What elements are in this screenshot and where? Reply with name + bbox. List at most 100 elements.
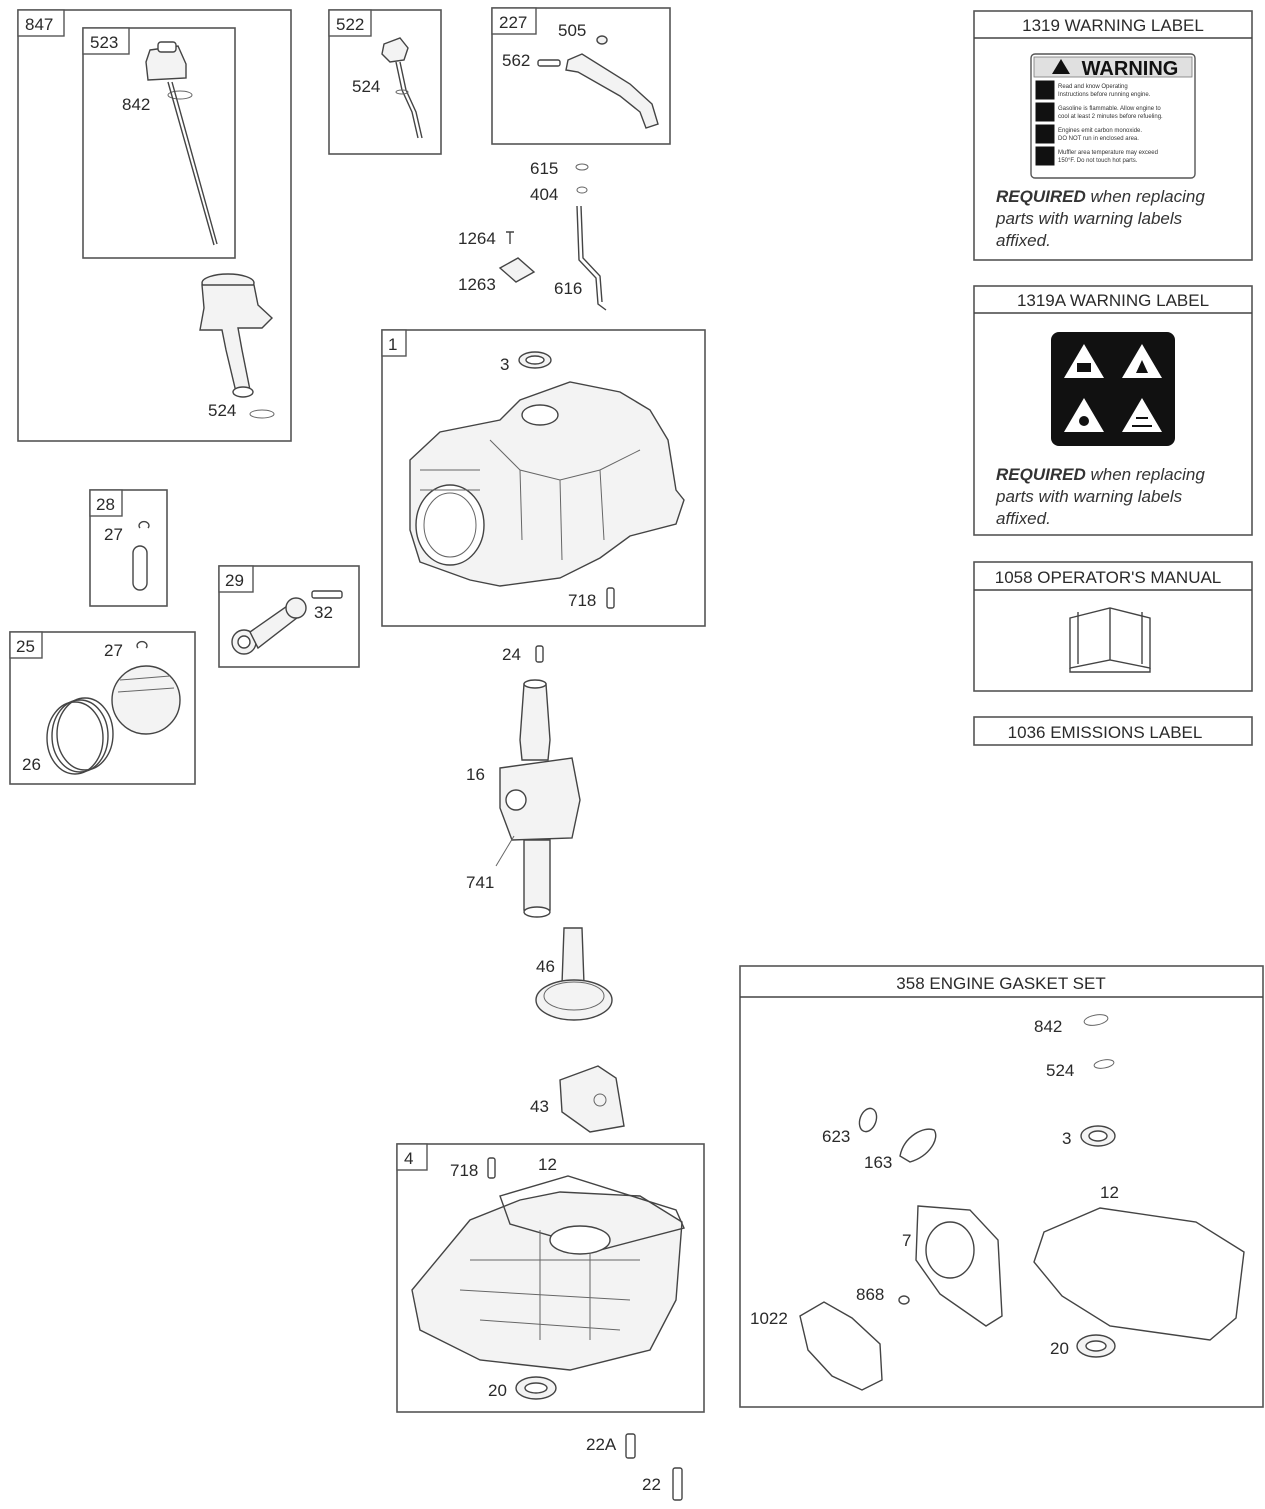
sticker-line: Engines emit carbon monoxide. — [1058, 128, 1142, 134]
panel-title: 358 ENGINE GASKET SET — [896, 974, 1105, 993]
label-24: 24 — [502, 645, 521, 664]
label-718: 718 — [568, 591, 596, 610]
label-404: 404 — [530, 185, 558, 204]
required-note-line3: affixed. — [996, 231, 1051, 250]
panel-1036-emissions-label: 1036 EMISSIONS LABEL — [973, 716, 1253, 746]
panel-358-engine-gasket-set: 358 ENGINE GASKET SET 842 524 623 163 3 … — [739, 965, 1264, 1408]
open-book-icon — [1069, 607, 1151, 673]
panel-1058-operators-manual: 1058 OPERATOR'S MANUAL — [973, 561, 1253, 692]
label-562: 562 — [502, 51, 530, 70]
sticker-line: DO NOT run in enclosed area. — [1058, 136, 1139, 142]
dipstick-cap-part — [381, 37, 423, 139]
box-25: 25 27 26 — [9, 631, 196, 785]
label-1264: 1264 — [458, 229, 496, 248]
label-1263: 1263 — [458, 275, 496, 294]
label-616: 616 — [554, 279, 582, 298]
cylinder-block-part — [409, 381, 685, 587]
tag-25: 25 — [16, 637, 35, 656]
label-16: 16 — [466, 765, 485, 784]
box-4: 4 718 12 20 — [396, 1143, 705, 1413]
label-842: 842 — [122, 95, 150, 114]
box-1: 1 3 718 — [381, 329, 706, 627]
label-27-b: 27 — [104, 641, 123, 660]
label-524: 524 — [208, 401, 236, 420]
hot-surface-icon — [1122, 398, 1162, 432]
panel-title: 1036 EMISSIONS LABEL — [1008, 723, 1203, 742]
label-1022: 1022 — [750, 1309, 788, 1328]
label-615: 615 — [530, 159, 558, 178]
label-741: 741 — [466, 873, 494, 892]
sticker-line: Read and know Operating — [1058, 84, 1128, 90]
panel-1319a-warning-label: 1319A WARNING LABEL REQUIRED when replac… — [973, 285, 1253, 536]
sticker-line: Muffler area temperature may exceed — [1058, 150, 1158, 156]
dipstick-tube-part — [199, 273, 275, 419]
small-parts-breather: 615 404 1264 1263 616 — [458, 159, 607, 311]
label-20: 20 — [488, 1381, 507, 1400]
box-29: 29 32 — [218, 565, 360, 668]
sticker-line: cool at least 2 minutes before refueling… — [1058, 114, 1163, 120]
dipstick-part — [145, 41, 218, 246]
label-868: 868 — [856, 1285, 884, 1304]
fire-hazard-icon — [1122, 344, 1162, 378]
tag-847: 847 — [25, 15, 53, 34]
tag-28: 28 — [96, 495, 115, 514]
camshaft-group: 46 — [535, 927, 613, 1021]
label-3-b: 3 — [1062, 1129, 1071, 1148]
label-12: 12 — [538, 1155, 557, 1174]
label-505: 505 — [558, 21, 586, 40]
box-847: 847 523 842 524 — [17, 9, 292, 442]
label-22: 22 — [642, 1475, 661, 1494]
label-43: 43 — [530, 1097, 549, 1116]
label-7: 7 — [902, 1231, 911, 1250]
label-718-b: 718 — [450, 1161, 478, 1180]
label-22A: 22A — [586, 1435, 617, 1454]
panel-title: 1319A WARNING LABEL — [1017, 291, 1209, 310]
box-227: 227 505 562 — [491, 7, 671, 145]
label-842-b: 842 — [1034, 1017, 1062, 1036]
tag-522: 522 — [336, 15, 364, 34]
label-32: 32 — [314, 603, 333, 622]
label-12-b: 12 — [1100, 1183, 1119, 1202]
label-46: 46 — [536, 957, 555, 976]
required-note-line2: parts with warning labels — [995, 209, 1183, 228]
piston-rings-part — [46, 697, 114, 775]
tag-4: 4 — [404, 1149, 413, 1168]
required-note-line2: parts with warning labels — [995, 487, 1183, 506]
label-623: 623 — [822, 1127, 850, 1146]
label-20-b: 20 — [1050, 1339, 1069, 1358]
tag-227: 227 — [499, 13, 527, 32]
sticker-line: Gasoline is flammable. Allow engine to — [1058, 106, 1161, 112]
sticker-heading: WARNING — [1082, 58, 1179, 80]
tag-29: 29 — [225, 571, 244, 590]
label-27: 27 — [104, 525, 123, 544]
read-manual-icon — [1064, 344, 1104, 378]
sticker-line: 150°F. Do not touch hot parts. — [1058, 158, 1138, 164]
label-3: 3 — [500, 355, 509, 374]
panel-title: 1058 OPERATOR'S MANUAL — [995, 568, 1222, 587]
pictogram-sticker — [1051, 332, 1175, 446]
warning-sticker: WARNING Read and know Operating Instruct… — [1030, 53, 1196, 179]
bracket-part — [537, 35, 659, 129]
panel-title: 1319 WARNING LABEL — [1022, 16, 1204, 35]
tag-523: 523 — [90, 33, 118, 52]
label-524-b: 524 — [352, 77, 380, 96]
required-note-line3: affixed. — [996, 509, 1051, 528]
warning-triangle-icon — [1052, 59, 1070, 74]
label-524-c: 524 — [1046, 1061, 1074, 1080]
box-522: 522 524 — [328, 9, 442, 155]
required-note-line1: REQUIRED when replacing — [996, 187, 1205, 206]
panel-1319-warning-label: 1319 WARNING LABEL WARNING Read and know… — [973, 10, 1253, 261]
connecting-rod-part — [231, 597, 307, 655]
sump-part — [411, 1175, 685, 1371]
box-28: 28 27 — [89, 489, 168, 607]
governor-group: 43 — [530, 1065, 625, 1133]
piston-part — [111, 665, 181, 735]
sump-bolts: 22A 22 — [586, 1433, 683, 1501]
label-26: 26 — [22, 755, 41, 774]
head-gasket-part — [915, 1205, 1003, 1327]
sticker-line: Instructions before running engine. — [1058, 92, 1151, 98]
required-note-line1: REQUIRED when replacing — [996, 465, 1205, 484]
tag-1: 1 — [388, 335, 397, 354]
toxic-fumes-icon — [1064, 398, 1104, 432]
